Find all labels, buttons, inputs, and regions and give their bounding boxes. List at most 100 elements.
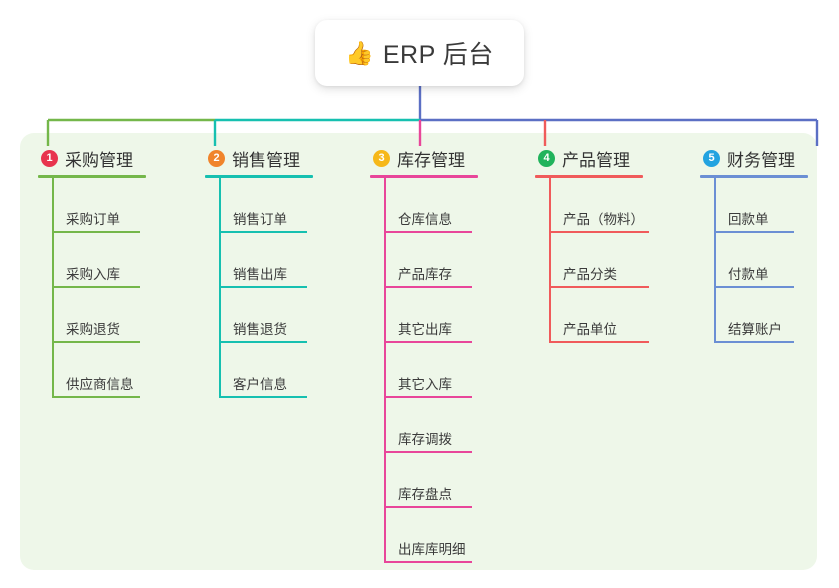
leaf-node[interactable]: 结算账户 [700,288,808,343]
branch-badge-3: 3 [373,149,390,167]
leaf-underline [52,286,140,288]
branch-spine-3 [384,178,386,563]
leaf-underline [52,231,140,233]
branch-column-1: 1 采购管理采购订单采购入库采购退货供应商信息 [38,145,146,398]
branch-column-4: 4 产品管理产品（物料） 产品分类产品单位 [535,145,649,343]
branch-title-2: 销售管理 [232,150,300,170]
branch-header-1[interactable]: 1 采购管理 [38,145,146,171]
leaf-node[interactable]: 回款单 [700,178,808,233]
leaf-node[interactable]: 仓库信息 [370,178,478,233]
leaf-underline [714,231,794,233]
leaf-underline [384,561,472,563]
leaf-node[interactable]: 销售出库 [205,233,313,288]
leaf-underline [714,341,794,343]
branch-title-5: 财务管理 [727,150,795,170]
branch-badge-1: 1 [41,149,58,167]
leaf-label: 采购退货 [66,322,120,337]
branch-underline-3 [370,175,478,178]
branch-underline-1 [38,175,146,178]
branch-badge-2: 2 [208,149,225,167]
leaf-underline [384,286,472,288]
leaf-node[interactable]: 其它出库 [370,288,478,343]
leaf-label: 采购入库 [66,267,120,282]
branch-leaf-list-5: 回款单付款单结算账户 [700,178,808,343]
branch-spine-1 [52,178,54,398]
leaf-underline [384,451,472,453]
leaf-node[interactable]: 产品分类 [535,233,649,288]
leaf-node[interactable]: 出库库明细 [370,508,478,563]
leaf-node[interactable]: 客户信息 [205,343,313,398]
leaf-underline [384,396,472,398]
leaf-label: 客户信息 [233,377,287,392]
leaf-node[interactable]: 付款单 [700,233,808,288]
leaf-node[interactable]: 其它入库 [370,343,478,398]
branch-underline-5 [700,175,808,178]
leaf-label: 供应商信息 [66,377,134,392]
branch-underline-2 [205,175,313,178]
leaf-underline [384,341,472,343]
thumbs-up-icon: 👍 [345,39,374,66]
leaf-label: 产品（物料） [563,212,644,227]
leaf-node[interactable]: 采购退货 [38,288,146,343]
leaf-node[interactable]: 供应商信息 [38,343,146,398]
branch-title-1: 采购管理 [65,150,133,170]
branch-header-4[interactable]: 4 产品管理 [535,145,644,171]
root-node[interactable]: 👍 ERP 后台 [315,20,524,86]
leaf-underline [52,341,140,343]
leaf-label: 销售退货 [233,322,287,337]
branch-leaf-list-1: 采购订单采购入库采购退货供应商信息 [38,178,146,398]
leaf-label: 库存调拨 [398,432,452,447]
leaf-underline [52,396,140,398]
branch-badge-5: 5 [703,149,720,167]
leaf-label: 结算账户 [728,322,782,337]
leaf-node[interactable]: 库存盘点 [370,453,478,508]
branch-header-5[interactable]: 5 财务管理 [700,145,808,171]
branch-underline-4 [535,175,643,178]
leaf-label: 产品分类 [563,267,617,282]
branch-leaf-list-4: 产品（物料） 产品分类产品单位 [535,178,649,343]
branch-title-4: 产品管理 [562,150,630,170]
branch-title-3: 库存管理 [397,150,465,170]
leaf-label: 销售出库 [233,267,287,282]
leaf-node[interactable]: 库存调拨 [370,398,478,453]
branch-badge-4: 4 [538,149,555,167]
leaf-node[interactable]: 产品单位 [535,288,649,343]
leaf-label: 产品库存 [398,267,452,282]
leaf-underline [549,231,649,233]
leaf-underline [219,231,307,233]
branch-spine-2 [219,178,221,398]
branch-column-3: 3 库存管理仓库信息产品库存其它出库其它入库库存调拨库存盘点出库库明细 [370,145,478,563]
leaf-label: 出库库明细 [398,542,466,557]
leaf-label: 仓库信息 [398,212,452,227]
leaf-underline [384,231,472,233]
branch-header-3[interactable]: 3 库存管理 [370,145,478,171]
branch-column-5: 5 财务管理回款单付款单结算账户 [700,145,808,343]
leaf-label: 销售订单 [233,212,287,227]
leaf-underline [549,341,649,343]
leaf-node[interactable]: 采购入库 [38,233,146,288]
leaf-label: 产品单位 [563,322,617,337]
branch-column-2: 2 销售管理销售订单销售出库销售退货客户信息 [205,145,313,398]
branch-spine-5 [714,178,716,343]
leaf-underline [384,506,472,508]
leaf-underline [219,396,307,398]
root-title: ERP 后台 [382,41,494,69]
leaf-label: 其它入库 [398,377,452,392]
leaf-node[interactable]: 销售订单 [205,178,313,233]
leaf-label: 付款单 [728,267,769,282]
leaf-underline [549,286,649,288]
leaf-label: 采购订单 [66,212,120,227]
leaf-node[interactable]: 采购订单 [38,178,146,233]
leaf-node[interactable]: 产品（物料） [535,178,649,233]
diagram-background-panel [20,133,817,570]
leaf-underline [219,286,307,288]
leaf-underline [219,341,307,343]
branch-header-2[interactable]: 2 销售管理 [205,145,313,171]
branch-leaf-list-2: 销售订单销售出库销售退货客户信息 [205,178,313,398]
leaf-node[interactable]: 产品库存 [370,233,478,288]
leaf-node[interactable]: 销售退货 [205,288,313,343]
leaf-underline [714,286,794,288]
branch-leaf-list-3: 仓库信息产品库存其它出库其它入库库存调拨库存盘点出库库明细 [370,178,478,563]
